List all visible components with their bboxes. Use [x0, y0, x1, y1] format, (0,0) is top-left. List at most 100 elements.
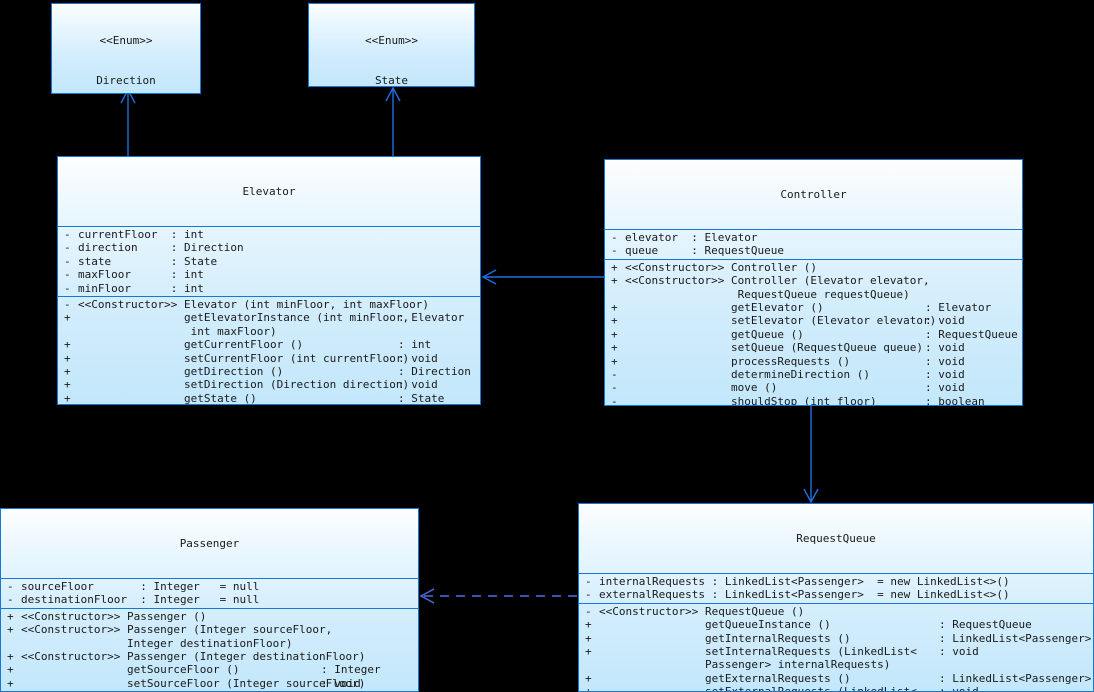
member-row: Passenger> internalRequests)	[579, 658, 1093, 671]
member-signature: destinationFloor : Integer = null	[21, 593, 260, 607]
visibility-marker: +	[611, 341, 618, 355]
member-return-type: : void	[925, 314, 965, 328]
member-row: + setInternalRequests (LinkedList<: void	[579, 645, 1093, 658]
member-signature: elevator : Elevator	[625, 231, 758, 245]
class-name-label: Passenger	[179, 536, 240, 550]
member-return-type: : void	[939, 644, 979, 658]
member-return-type: : void	[925, 354, 965, 368]
visibility-marker: +	[64, 311, 71, 325]
member-row: -queue : RequestQueue	[605, 244, 1022, 257]
member-return-type: : State	[398, 391, 445, 405]
attributes-compartment-elevator: -currentFloor : int-direction : Directio…	[58, 227, 480, 297]
member-row: + <<Constructor>> Passenger (Integer sour…	[1, 623, 418, 636]
visibility-marker: +	[611, 260, 618, 274]
member-row: + getState () : State	[58, 391, 480, 405]
member-return-type: : LinkedList<Passenger>	[939, 671, 1092, 685]
member-row: + getCurrentFloor (): int	[58, 338, 480, 351]
visibility-marker: +	[611, 274, 618, 288]
visibility-marker: +	[64, 378, 71, 392]
visibility-marker: -	[611, 394, 618, 406]
member-signature: setElevator (Elevator elevator)	[625, 314, 937, 328]
member-row: + setSourceFloor (Integer sourceFloor): …	[1, 677, 418, 690]
member-signature: getQueueInstance ()	[599, 618, 831, 632]
class-box-requestqueue[interactable]: RequestQueue -internalRequests : LinkedL…	[578, 503, 1094, 692]
member-return-type: : void	[398, 351, 438, 365]
member-row: + setExternalRequests (LinkedList<: void	[579, 685, 1093, 692]
visibility-marker: +	[64, 338, 71, 352]
member-row: + getDirection (): Direction	[58, 365, 480, 378]
member-row: + getElevatorInstance (int minFloor,: El…	[58, 311, 480, 324]
visibility-marker: -	[611, 381, 618, 395]
visibility-marker: +	[585, 618, 592, 632]
class-box-state[interactable]: <<Enum>> State + MOVING:EnumConstant + S…	[308, 3, 475, 87]
member-row: + getQueue (): RequestQueue	[605, 328, 1022, 341]
member-signature: processRequests ()	[625, 354, 851, 368]
class-box-controller[interactable]: Controller -elevator : Elevator-queue : …	[604, 159, 1023, 406]
visibility-marker: -	[64, 254, 71, 268]
member-return-type: : Integer	[321, 663, 381, 677]
member-signature: <<Constructor>> Passenger (Integer sourc…	[21, 623, 333, 637]
member-row: -<<Constructor>> RequestQueue ()	[579, 605, 1093, 618]
member-signature: setCurrentFloor (int currentFloor)	[78, 351, 410, 365]
member-row: + <<Constructor>> Controller ()	[605, 261, 1022, 274]
class-box-direction[interactable]: <<Enum>> Direction + UP:EnumConstant + D…	[51, 3, 201, 94]
stereotype-label: <<Enum>>	[99, 33, 153, 47]
attributes-compartment-passenger: -sourceFloor : Integer = null-destinatio…	[1, 579, 418, 609]
member-row: -minFloor : int	[58, 282, 480, 295]
edge-elevator-to-direction	[120, 88, 136, 156]
member-row: -state : State	[58, 255, 480, 268]
member-signature: RequestQueue requestQueue)	[625, 287, 910, 301]
class-header-state: <<Enum>> State	[309, 4, 474, 86]
member-signature: getState ()	[78, 391, 257, 405]
member-row: + setElevator (Elevator elevator): void	[605, 314, 1022, 327]
member-row: + getElevator () : Elevator	[605, 301, 1022, 314]
member-signature: setDirection (Direction direction)	[78, 378, 410, 392]
visibility-marker: -	[64, 281, 71, 295]
member-row: RequestQueue requestQueue)	[605, 288, 1022, 301]
class-header-elevator: Elevator	[58, 157, 480, 228]
visibility-marker: +	[7, 690, 17, 691]
member-row: - shouldStop (int floor): boolean	[605, 394, 1022, 406]
visibility-marker: +	[64, 351, 71, 365]
member-signature: getSourceFloor ()	[21, 663, 240, 677]
member-signature: queue : RequestQueue	[625, 244, 784, 258]
visibility-marker: +	[611, 300, 618, 314]
visibility-marker: +	[585, 671, 592, 685]
member-signature: getCurrentFloor ()	[78, 338, 304, 352]
member-return-type: : Elevator	[398, 311, 465, 325]
operations-compartment-elevator: -<<Constructor>> Elevator (int minFloor,…	[58, 297, 480, 405]
member-signature: state : State	[78, 254, 218, 268]
member-row: + getQueueInstance (): RequestQueue	[579, 618, 1093, 631]
class-header-direction: <<Enum>> Direction	[52, 4, 200, 93]
member-row: -direction : Direction	[58, 241, 480, 254]
member-row: + setQueue (RequestQueue queue): void	[605, 341, 1022, 354]
member-return-type: : void	[939, 685, 979, 692]
operations-compartment-requestqueue: -<<Constructor>> RequestQueue ()+ getQue…	[579, 604, 1093, 692]
member-signature: sourceFloor : Integer = null	[21, 580, 260, 594]
visibility-marker: +	[7, 623, 14, 637]
member-return-type: : boolean	[925, 394, 985, 406]
member-signature: getElevator ()	[625, 300, 824, 314]
class-header-passenger: Passenger	[1, 509, 418, 580]
member-row: + getDestinationFloor (): Integer	[1, 690, 418, 691]
visibility-marker: +	[64, 391, 71, 405]
member-signature: int maxFloor)	[78, 324, 277, 338]
visibility-marker: +	[7, 649, 14, 663]
member-return-type: : Elevator	[925, 300, 992, 314]
class-box-elevator[interactable]: Elevator -currentFloor : int-direction :…	[57, 156, 481, 405]
class-name-label: RequestQueue	[796, 531, 876, 545]
member-row: + setDirection (Direction direction): vo…	[58, 378, 480, 391]
member-signature: internalRequests : LinkedList<Passenger>…	[599, 575, 1010, 589]
visibility-marker: +	[585, 685, 592, 692]
member-row: -destinationFloor : Integer = null	[1, 593, 418, 606]
member-signature: <<Constructor>> Controller ()	[625, 260, 818, 274]
visibility-marker: +	[7, 676, 14, 690]
class-name-label: Elevator	[242, 184, 296, 198]
member-row: -maxFloor : int	[58, 268, 480, 281]
member-return-type: : LinkedList<Passenger>	[939, 631, 1092, 645]
member-signature: getDirection ()	[78, 364, 284, 378]
edge-controller-to-requestqueue	[803, 406, 819, 504]
member-signature: determineDirection ()	[625, 367, 871, 381]
class-box-passenger[interactable]: Passenger -sourceFloor : Integer = null-…	[0, 508, 419, 692]
member-row: - determineDirection (): void	[605, 368, 1022, 381]
